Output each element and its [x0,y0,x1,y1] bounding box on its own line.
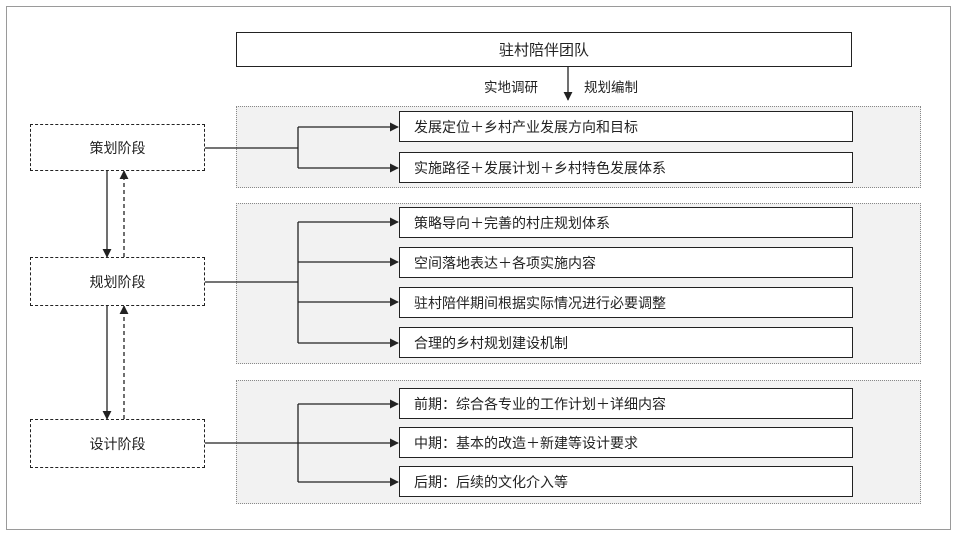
team-box: 驻村陪伴团队 [236,32,852,67]
phase-box-detail: 设计阶段 [30,419,205,468]
item-box: 空间落地表达＋各项实施内容 [399,247,853,278]
phase-box-design: 规划阶段 [30,257,205,306]
item-box: 驻村陪伴期间根据实际情况进行必要调整 [399,287,853,318]
flow-label-survey: 实地调研 [484,80,538,96]
phase-box-planning: 策划阶段 [30,124,205,171]
item-box: 前期：综合各专业的工作计划＋详细内容 [399,388,853,419]
item-box: 中期：基本的改造＋新建等设计要求 [399,427,853,458]
item-box: 发展定位＋乡村产业发展方向和目标 [399,111,853,142]
item-box: 后期：后续的文化介入等 [399,466,853,497]
item-box: 策略导向＋完善的村庄规划体系 [399,207,853,238]
item-box: 合理的乡村规划建设机制 [399,327,853,358]
flow-label-planning: 规划编制 [584,80,638,96]
item-box: 实施路径＋发展计划＋乡村特色发展体系 [399,152,853,183]
